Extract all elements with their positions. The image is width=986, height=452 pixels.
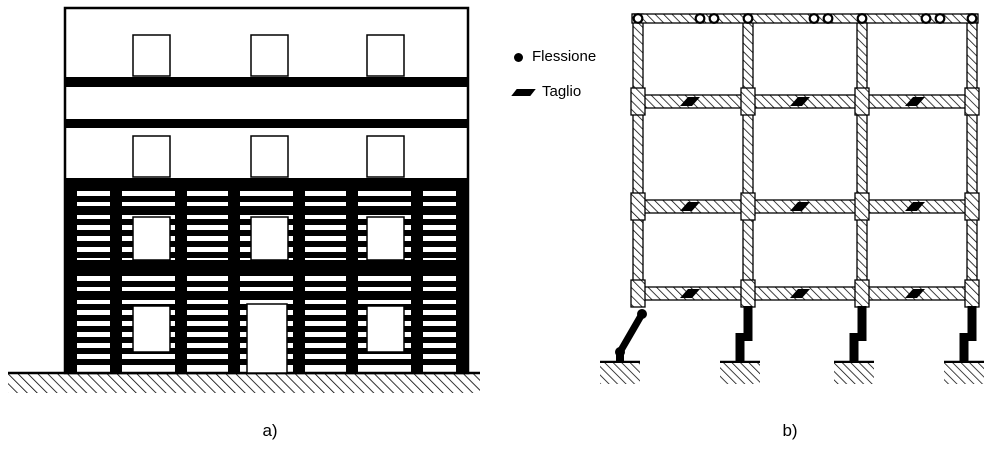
roof-beam [631, 13, 979, 24]
lower-openings [132, 216, 405, 374]
door [246, 303, 288, 374]
shear-parallelogram-icon [905, 289, 925, 298]
shear-parallelogram-icon [511, 88, 536, 96]
window [366, 135, 405, 178]
legend-label-taglio: Taglio [542, 83, 582, 100]
ground-supports [600, 360, 984, 384]
window [366, 216, 405, 261]
flexure-dot-icon [920, 13, 932, 24]
frame-mechanism-diagram [600, 13, 984, 384]
beam-column-joints [630, 87, 980, 308]
window [250, 135, 289, 178]
column [456, 178, 468, 373]
upper-slab-bands [65, 77, 468, 128]
shear-parallelogram-icon [790, 202, 810, 211]
shear-markers [680, 97, 925, 298]
caption-panel-a: a) [262, 421, 278, 440]
ground-hatch [8, 371, 480, 393]
legend: Flessione Taglio [511, 48, 596, 118]
facade-columns [65, 178, 468, 373]
column [742, 13, 754, 300]
column [110, 178, 122, 373]
column [293, 178, 305, 373]
shear-parallelogram-icon [680, 202, 700, 211]
column [175, 178, 187, 373]
column [65, 178, 77, 373]
flexure-dot-icon [514, 52, 523, 62]
flexure-dot-icon [856, 13, 868, 24]
failed-column-strut [616, 312, 646, 354]
flexure-dot-icon [934, 13, 946, 24]
caption-panel-b: b) [782, 421, 798, 440]
window [366, 34, 405, 77]
flexure-dot-icon [708, 13, 720, 24]
window [250, 216, 289, 261]
flexure-dot-icon [808, 13, 820, 24]
window [132, 216, 171, 261]
window [132, 34, 171, 77]
legend-item-flessione: Flessione [514, 48, 596, 66]
window [132, 305, 171, 353]
shear-parallelogram-icon [680, 289, 700, 298]
upper-windows-row-2 [132, 135, 405, 178]
column [856, 13, 868, 300]
frame-columns [632, 13, 978, 300]
shear-parallelogram-icon [680, 97, 700, 106]
column [346, 178, 358, 373]
column-bases [615, 306, 977, 363]
shear-parallelogram-icon [905, 97, 925, 106]
flexure-hinges [632, 13, 978, 24]
column [411, 178, 423, 373]
flexure-dot-icon [966, 13, 978, 24]
flexure-dot-icon [637, 309, 647, 319]
shear-parallelogram-icon [905, 202, 925, 211]
shear-parallelogram-icon [790, 97, 810, 106]
column [966, 13, 978, 300]
window [366, 305, 405, 353]
window [132, 135, 171, 178]
flexure-dot-icon [822, 13, 834, 24]
frame-beams [631, 13, 979, 301]
building-elevation-diagram [8, 6, 480, 393]
column [228, 178, 240, 373]
legend-label-flessione: Flessione [532, 48, 597, 65]
column [632, 13, 644, 300]
flexure-dot-icon [742, 13, 754, 24]
window [250, 34, 289, 77]
shear-parallelogram-icon [790, 289, 810, 298]
flexure-dot-icon [694, 13, 706, 24]
legend-item-taglio: Taglio [511, 83, 596, 101]
flexure-dot-icon [632, 13, 644, 24]
upper-windows-row-1 [132, 34, 405, 77]
